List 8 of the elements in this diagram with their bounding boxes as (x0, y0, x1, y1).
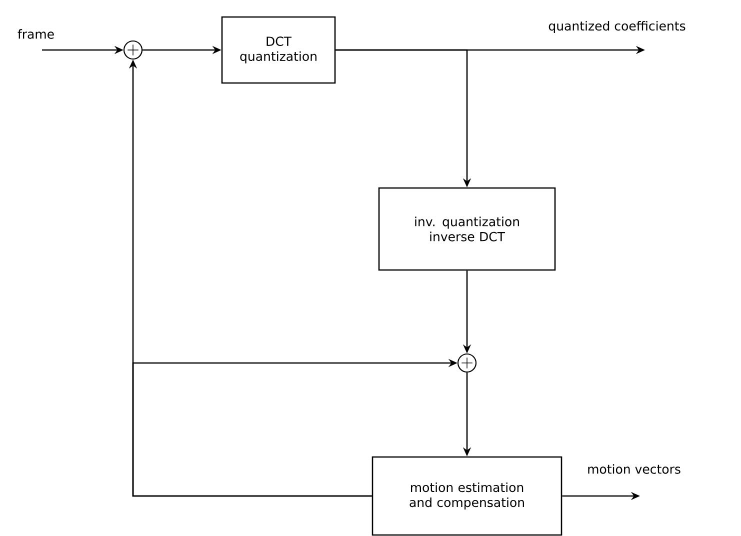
edge-label: frame (16, 28, 56, 40)
process-box: DCT quantization (221, 16, 336, 84)
process-box: inv. quantization inverse DCT (378, 187, 556, 271)
edge-label: quantized coefficients (547, 20, 687, 34)
process-box: motion estimation and compensation (372, 456, 562, 536)
adder-circle (457, 353, 477, 373)
adder-circle (123, 40, 143, 60)
edge-label: motion vectors (586, 463, 682, 475)
